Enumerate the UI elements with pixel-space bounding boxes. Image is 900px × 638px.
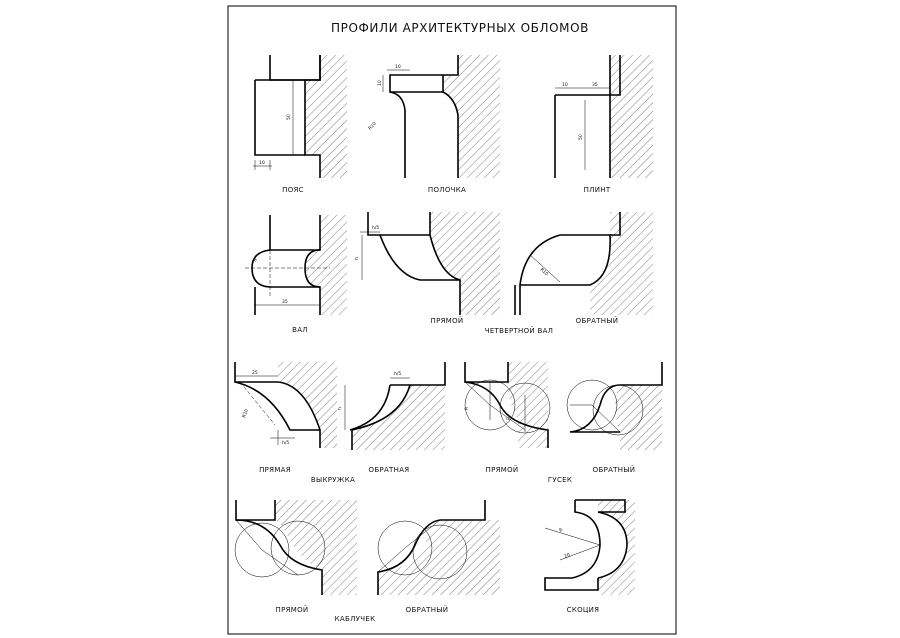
- profile-chetvertnoy-pryamoy: h/5 h ПРЯМОЙ: [354, 212, 500, 325]
- label-kabluchek-obratny: ОБРАТНЫЙ: [406, 605, 449, 614]
- svg-text:10: 10: [562, 82, 568, 88]
- svg-text:R10: R10: [367, 121, 378, 132]
- svg-text:50: 50: [286, 114, 292, 120]
- svg-text:h: h: [354, 257, 360, 260]
- profile-gusek-pryamoy: R R ПРЯМОЙ: [464, 362, 551, 474]
- label-chetvertnoy-pryamoy: ПРЯМОЙ: [431, 316, 464, 325]
- label-vykruzhka: ВЫКРУЖКА: [311, 476, 355, 484]
- svg-text:h: h: [337, 407, 343, 410]
- svg-text:R: R: [252, 257, 258, 264]
- profile-vykruzhka-pryamaya: 25 R10 h/5 ПРЯМАЯ: [234, 362, 337, 474]
- label-val: ВАЛ: [292, 326, 308, 334]
- profile-vykruzhka-obratnaya: h/5 h ОБРАТНАЯ: [337, 362, 446, 474]
- svg-text:10: 10: [377, 80, 383, 86]
- profile-chetvertnoy-obratny: R10 ОБРАТНЫЙ: [514, 212, 653, 325]
- svg-text:10: 10: [395, 64, 401, 70]
- profile-polochka: 10 10 R10 ПОЛОЧКА: [367, 55, 500, 194]
- svg-text:35: 35: [282, 299, 288, 305]
- label-gusek-obratny: ОБРАТНЫЙ: [593, 465, 636, 474]
- profile-skotsiya: R 20 СКОЦИЯ: [544, 499, 635, 614]
- svg-text:20: 20: [563, 552, 571, 560]
- label-chetvertnoy-val: ЧЕТВЕРТНОЙ ВАЛ: [485, 326, 554, 335]
- svg-text:25: 25: [252, 370, 258, 376]
- profile-kabluchek-pryamoy: ПРЯМОЙ: [234, 500, 357, 614]
- profile-plint: 10 35 50 ПЛИНТ: [554, 55, 653, 194]
- label-chetvertnoy-obratny: ОБРАТНЫЙ: [576, 316, 619, 325]
- svg-text:R10: R10: [241, 408, 250, 418]
- label-polochka: ПОЛОЧКА: [428, 186, 466, 194]
- svg-text:35: 35: [592, 82, 598, 88]
- label-poyas: ПОЯС: [282, 186, 304, 194]
- svg-text:h/5: h/5: [282, 440, 289, 446]
- profile-kabluchek-obratny: ОБРАТНЫЙ: [377, 500, 500, 614]
- svg-text:50: 50: [578, 134, 584, 140]
- page-title: ПРОФИЛИ АРХИТЕКТУРНЫХ ОБЛОМОВ: [331, 21, 589, 35]
- label-vykruzhka-obratnaya: ОБРАТНАЯ: [369, 466, 410, 474]
- svg-text:10: 10: [259, 160, 265, 166]
- label-skotsiya: СКОЦИЯ: [567, 606, 600, 614]
- label-vykruzhka-pryamaya: ПРЯМАЯ: [259, 466, 291, 474]
- profile-gusek-obratny: ОБРАТНЫЙ: [566, 362, 663, 474]
- svg-text:R: R: [464, 407, 470, 410]
- sheet-frame: [227, 5, 677, 635]
- svg-text:R: R: [506, 417, 512, 420]
- svg-text:R10: R10: [539, 267, 550, 277]
- profile-val: 35 R ВАЛ: [245, 215, 347, 334]
- svg-text:R: R: [558, 527, 563, 534]
- profile-poyas: 50 10 ПОЯС: [253, 55, 347, 194]
- svg-text:h/5: h/5: [372, 225, 379, 231]
- label-gusek: ГУСЕК: [548, 476, 572, 484]
- label-kabluchek-pryamoy: ПРЯМОЙ: [276, 605, 309, 614]
- svg-text:h/5: h/5: [394, 371, 401, 377]
- label-gusek-pryamoy: ПРЯМОЙ: [486, 465, 519, 474]
- label-kabluchek: КАБЛУЧЕК: [335, 615, 376, 623]
- label-plint: ПЛИНТ: [584, 186, 611, 194]
